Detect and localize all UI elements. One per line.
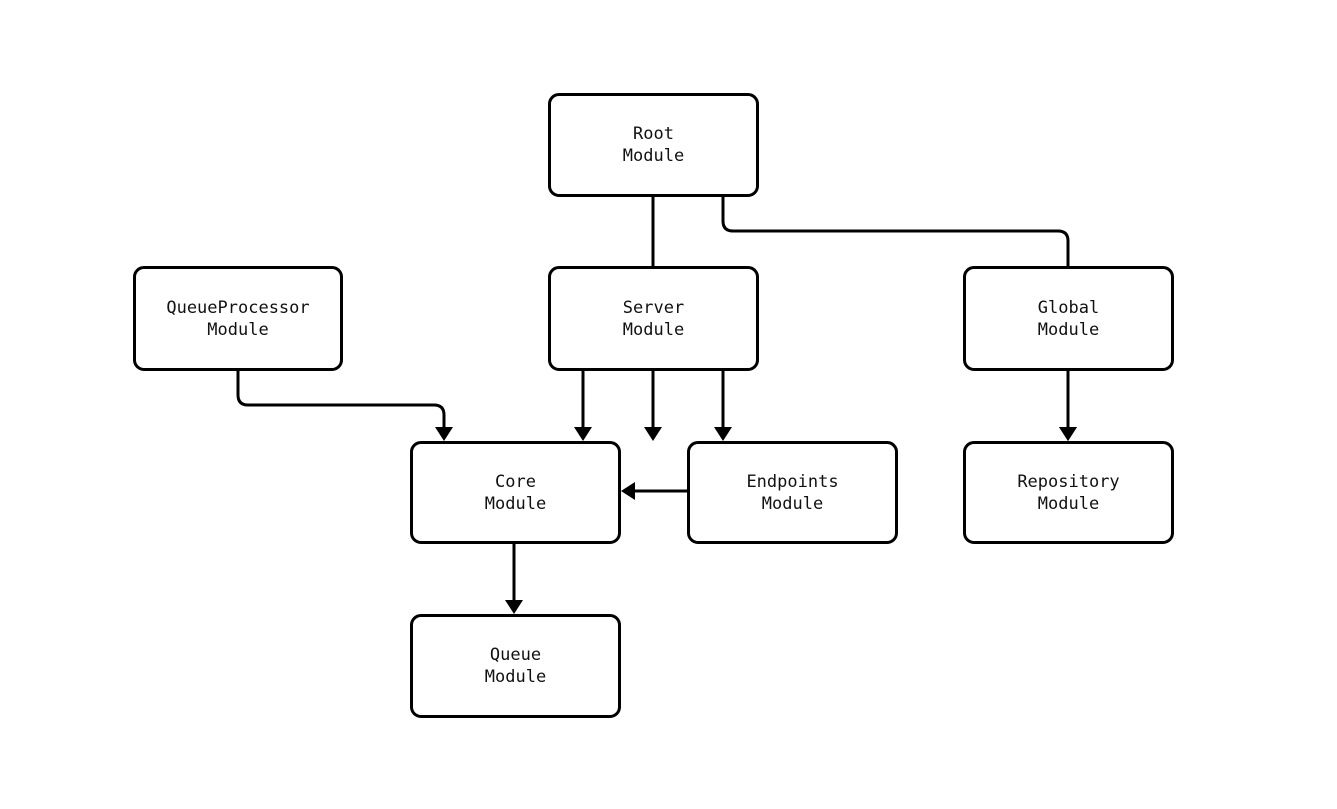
node-global-line2: Module	[1037, 319, 1100, 340]
arrowhead-queueprocessor-core	[435, 427, 453, 441]
arrowhead-root-server	[644, 427, 662, 441]
node-queueprocessor-line2: Module	[207, 319, 269, 340]
node-core[interactable]: Core Module	[410, 441, 621, 544]
node-core-line1: Core	[495, 471, 536, 492]
node-queueprocessor-line1: QueueProcessor	[166, 297, 310, 318]
node-repository-line2: Module	[1037, 493, 1100, 514]
edge-queueprocessor-core	[236, 371, 446, 432]
edge-root-global	[721, 197, 1070, 432]
node-queueprocessor[interactable]: QueueProcessor Module	[133, 266, 343, 371]
node-endpoints-line1: Endpoints	[746, 471, 839, 492]
node-server-line1: Server	[622, 297, 685, 318]
arrowhead-server-endpoints	[714, 427, 732, 441]
node-server[interactable]: Server Module	[548, 266, 759, 371]
node-endpoints[interactable]: Endpoints Module	[687, 441, 898, 544]
node-root[interactable]: Root Module	[548, 93, 759, 197]
node-root-line2: Module	[622, 146, 685, 166]
arrowhead-server-core	[574, 427, 592, 441]
arrowhead-global-repository	[1059, 427, 1077, 441]
node-global[interactable]: Global Module	[963, 266, 1174, 371]
node-core-line2: Module	[484, 493, 547, 514]
node-queue-line2: Module	[484, 667, 547, 687]
node-repository[interactable]: Repository Module	[963, 441, 1174, 544]
node-server-line2: Module	[622, 319, 685, 340]
node-global-line1: Global	[1037, 297, 1100, 318]
node-queue-line1: Queue	[489, 645, 542, 665]
node-endpoints-line2: Module	[761, 493, 824, 514]
arrowhead-endpoints-core	[621, 482, 635, 500]
node-root-line1: Root	[633, 124, 674, 144]
node-queue[interactable]: Queue Module	[410, 614, 621, 718]
node-repository-line1: Repository	[1017, 471, 1120, 492]
arrowhead-core-queue	[505, 600, 523, 614]
